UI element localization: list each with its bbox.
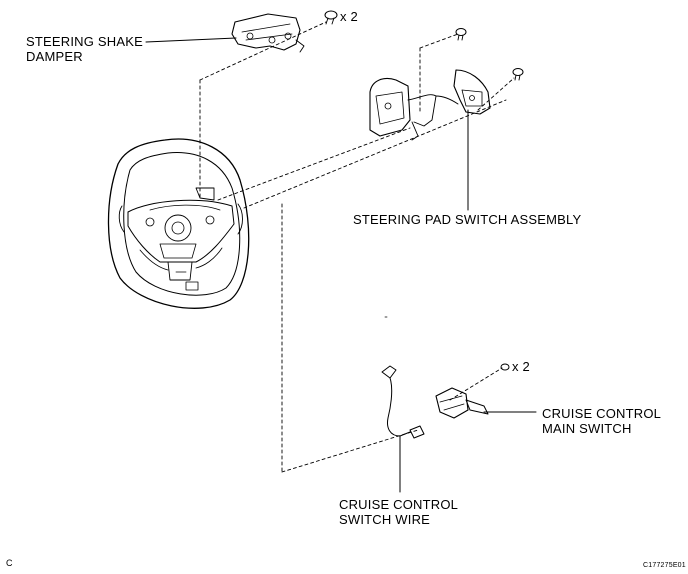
steering-shake-damper-part xyxy=(231,13,305,53)
label-cruise-control-main-switch: CRUISE CONTROL MAIN SWITCH xyxy=(542,406,662,436)
cruise-control-main-switch-part xyxy=(435,387,489,419)
damper-screw xyxy=(324,10,338,25)
label-main-switch-screw-qty: x 2 xyxy=(512,359,530,374)
steering-wheel xyxy=(107,138,250,309)
main-switch-screw xyxy=(500,363,510,371)
corner-code-left: C xyxy=(6,558,13,568)
label-damper-screw-qty: x 2 xyxy=(340,9,358,24)
label-cruise-control-switch-wire: CRUISE CONTROL SWITCH WIRE xyxy=(339,497,459,527)
corner-code-right: C177275E01 xyxy=(643,562,686,569)
pad-screw-1 xyxy=(455,28,467,41)
steering-pad-switch-left xyxy=(369,77,437,141)
pad-screw-2 xyxy=(512,68,524,81)
steering-pad-switch-right xyxy=(435,69,491,115)
assembly-dashed-lines xyxy=(199,21,515,473)
leader-lines xyxy=(145,37,537,493)
label-steering-shake-damper: STEERING SHAKE DAMPER xyxy=(26,34,143,64)
cruise-control-switch-wire-part xyxy=(381,365,425,439)
label-steering-pad-switch-assembly: STEERING PAD SWITCH ASSEMBLY xyxy=(353,212,582,227)
